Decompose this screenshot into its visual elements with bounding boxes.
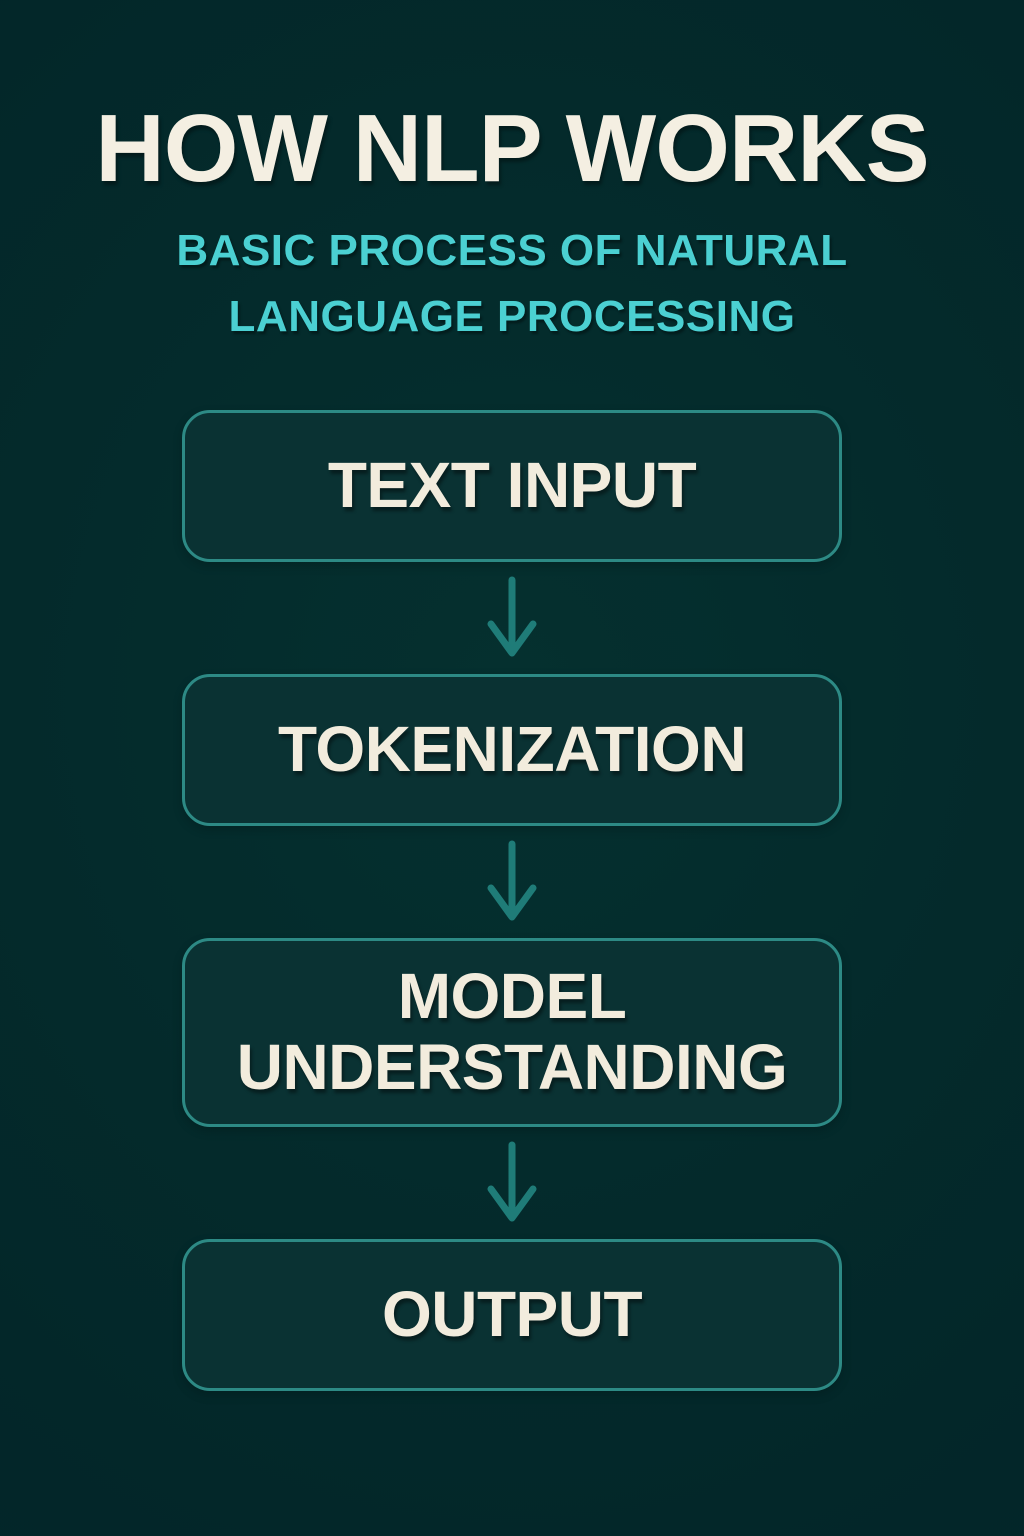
page-title: HOW NLP WORKS (95, 95, 929, 202)
down-arrow-icon (487, 1141, 537, 1222)
page-subtitle: BASIC PROCESS OF NATURAL LANGUAGE PROCES… (0, 218, 1024, 350)
flow-step-tokenization: TOKENIZATION (182, 673, 842, 826)
flow-step-model-understanding: MODEL UNDERSTANDING (182, 937, 842, 1127)
flow-step-output: OUTPUT (182, 1238, 842, 1391)
flow-step-label: TOKENIZATION (277, 712, 747, 785)
flow-connector (480, 562, 544, 674)
subtitle-line-1: BASIC PROCESS OF NATURAL (176, 225, 848, 275)
subtitle-line-2: LANGUAGE PROCESSING (228, 291, 796, 341)
flow-step-label: OUTPUT (381, 1278, 643, 1351)
flow-step-text-input: TEXT INPUT (182, 409, 842, 562)
flow-step-label: MODEL UNDERSTANDING (236, 959, 788, 1104)
flow-connector (480, 826, 544, 938)
nlp-flow-diagram: TEXT INPUT TOKENIZATION MODEL UNDERSTAND… (0, 409, 1024, 1391)
flow-connector (480, 1127, 544, 1239)
down-arrow-icon (487, 840, 537, 921)
down-arrow-icon (487, 576, 537, 657)
flow-step-label: TEXT INPUT (327, 448, 697, 521)
